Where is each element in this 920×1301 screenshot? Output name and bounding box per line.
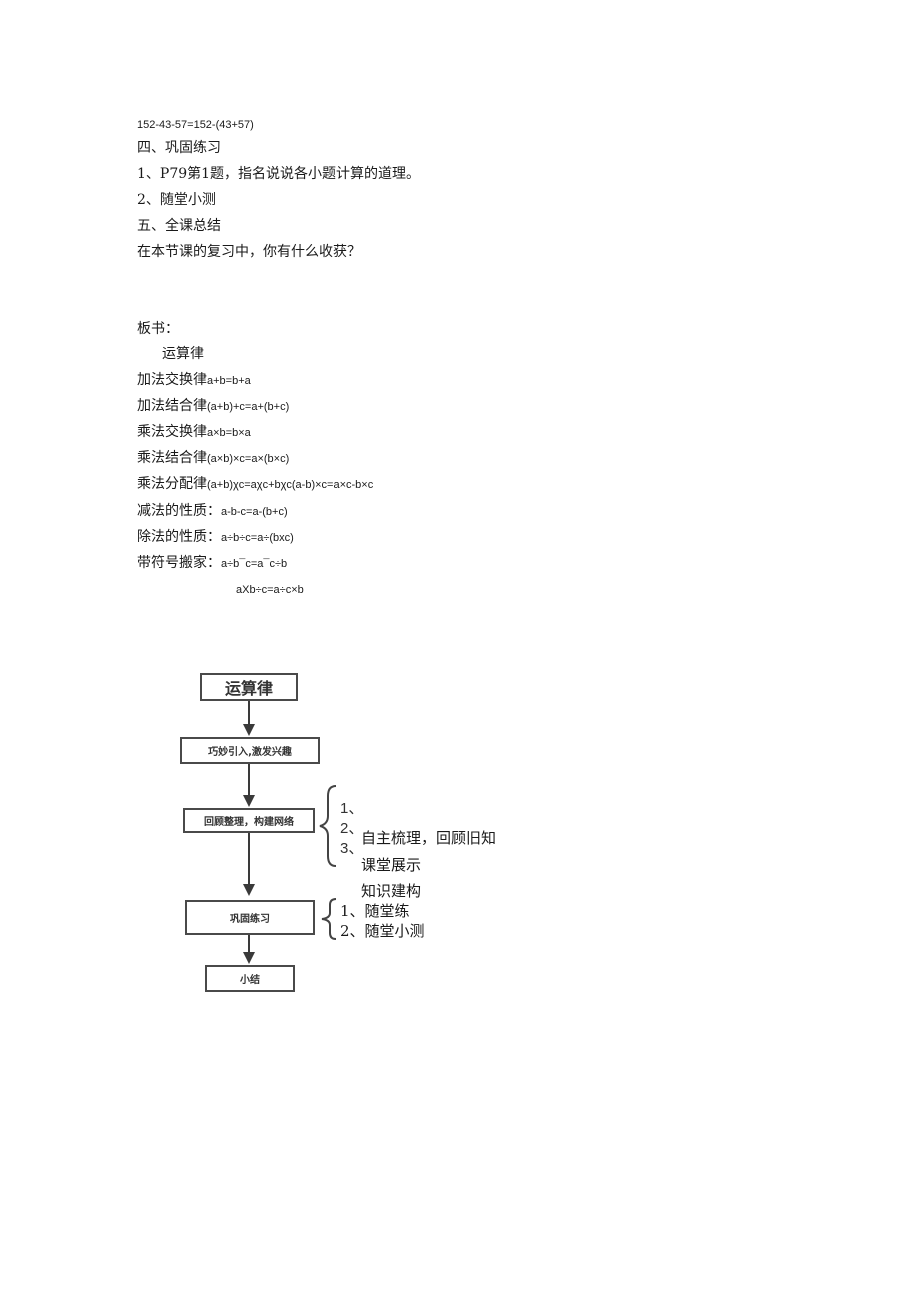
section4-item-2: 2、随堂小测 <box>137 191 216 209</box>
section5-title: 五、全课总结 <box>137 218 221 234</box>
law-formula: a×b=b×a <box>207 427 251 439</box>
flow-node-title: 运算律 <box>200 673 298 701</box>
review-num-2: 2、 <box>340 820 364 837</box>
brace-icon <box>321 898 337 940</box>
review-item-3: 知识建构 <box>361 882 422 900</box>
law-name: 加法交换律 <box>137 372 207 388</box>
review-item-2: 课堂展示 <box>361 856 422 874</box>
section4-item-2-text: 2、随堂小测 <box>137 192 216 208</box>
board-label: 板书： <box>137 321 179 337</box>
review-num-3: 3、 <box>340 840 364 857</box>
law-name: 除法的性质： <box>137 529 221 545</box>
law-row: 加法交换律a+b=b+a <box>137 371 251 390</box>
review-num-1: 1、 <box>340 800 364 817</box>
section5-text: 在本节课的复习中，你有什么收获？ <box>137 244 361 260</box>
board-title: 运算律 <box>162 346 204 362</box>
law-formula: a÷b¯c=a¯c÷b <box>221 558 288 570</box>
connector <box>248 701 250 725</box>
flow-node-intro: 巧妙引入,激发兴趣 <box>180 737 320 764</box>
arrow-down-icon <box>243 724 255 736</box>
flow-node-summary: 小结 <box>205 965 295 992</box>
arrow-down-icon <box>243 952 255 964</box>
law-name: 加法结合律 <box>137 398 207 414</box>
law-row: 带符号搬家：a÷b¯c=a¯c÷b <box>137 554 287 573</box>
connector <box>248 935 250 953</box>
practice-item-1: 1、随堂练 <box>340 902 410 920</box>
law-formula: a-b-c=a-(b+c) <box>221 506 288 518</box>
law-row: 乘法分配律(a+b)χc=aχc+bχc(a-b)×c=a×c-b×c <box>137 475 373 494</box>
law-row: 乘法交换律a×b=b×a <box>137 423 251 442</box>
law-formula: a÷b÷c=a÷(bxc) <box>221 532 294 544</box>
section4-title: 四、巩固练习 <box>137 140 221 156</box>
flow-node-review: 回顾整理，构建网络 <box>183 808 315 833</box>
law-name: 乘法结合律 <box>137 450 207 466</box>
section4-item-1-text: 1、P79第1题，指名说说各小题计算的道理。 <box>137 166 421 182</box>
law-row: 乘法结合律(a×b)×c=a×(b×c) <box>137 449 289 468</box>
law-formula: (a+b)χc=aχc+bχc(a-b)×c=a×c-b×c <box>207 479 374 491</box>
connector <box>248 764 250 796</box>
law-row: 加法结合律(a+b)+c=a+(b+c) <box>137 397 289 416</box>
law-name: 减法的性质： <box>137 503 221 519</box>
equation: 152-43-57=152-(43+57) <box>137 119 254 131</box>
law-row: 除法的性质：a÷b÷c=a÷(bxc) <box>137 528 294 547</box>
practice-item-2: 2、随堂小测 <box>340 922 425 940</box>
law-formula: a+b=b+a <box>207 375 251 387</box>
section4-item-1: 1、P79第1题，指名说说各小题计算的道理。 <box>137 165 420 183</box>
law-row: 减法的性质：a-b-c=a-(b+c) <box>137 502 288 521</box>
arrow-down-icon <box>243 795 255 807</box>
flow-node-practice: 巩固练习 <box>185 900 315 935</box>
extra-formula: aXb÷c=a÷c×b <box>236 584 304 596</box>
arrow-down-icon <box>243 884 255 896</box>
review-item-1: 自主梳理，回顾旧知 <box>361 829 497 847</box>
law-name: 带符号搬家： <box>137 555 221 571</box>
law-name: 乘法交换律 <box>137 424 207 440</box>
brace-icon <box>319 785 337 867</box>
law-name: 乘法分配律 <box>137 476 207 492</box>
law-formula: (a+b)+c=a+(b+c) <box>207 401 290 413</box>
law-formula: (a×b)×c=a×(b×c) <box>207 453 290 465</box>
connector <box>248 833 250 885</box>
